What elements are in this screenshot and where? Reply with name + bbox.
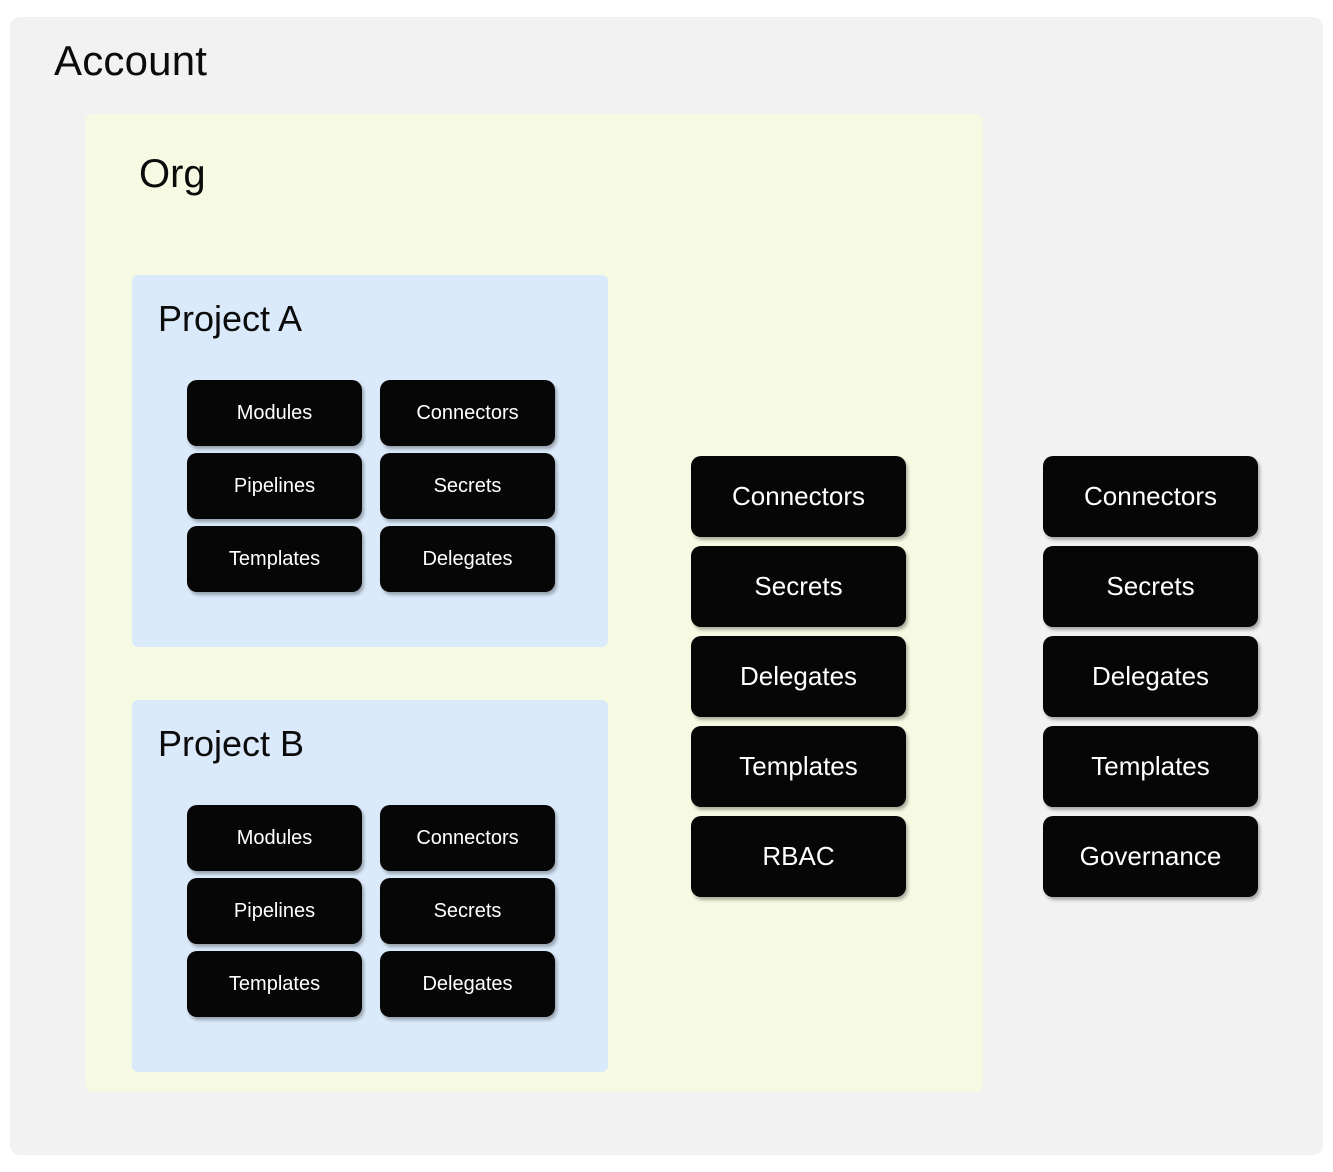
project-a-title: Project A <box>158 298 303 339</box>
org-title: Org <box>139 152 206 196</box>
project-b-resource-pipelines[interactable]: Pipelines <box>187 878 362 944</box>
org-resource-rbac[interactable]: RBAC <box>691 816 906 897</box>
account-resource-connectors[interactable]: Connectors <box>1043 456 1258 537</box>
project-b-resource-templates[interactable]: Templates <box>187 951 362 1017</box>
account-scope-panel: Account Org Project A Modules Connectors… <box>10 17 1323 1155</box>
account-resource-delegates[interactable]: Delegates <box>1043 636 1258 717</box>
account-title: Account <box>54 37 208 84</box>
project-a-resource-connectors[interactable]: Connectors <box>380 380 555 446</box>
project-b-panel: Project B Modules Connectors Pipelines S… <box>132 700 608 1072</box>
project-a-resource-secrets[interactable]: Secrets <box>380 453 555 519</box>
project-a-panel: Project A Modules Connectors Pipelines S… <box>132 275 608 647</box>
org-resource-delegates[interactable]: Delegates <box>691 636 906 717</box>
project-b-resource-grid: Modules Connectors Pipelines Secrets Tem… <box>187 805 555 1017</box>
project-a-resource-grid: Modules Connectors Pipelines Secrets Tem… <box>187 380 555 592</box>
org-resource-templates[interactable]: Templates <box>691 726 906 807</box>
account-level-resource-column: Connectors Secrets Delegates Templates G… <box>1043 456 1258 897</box>
org-level-resource-column: Connectors Secrets Delegates Templates R… <box>691 456 906 897</box>
project-a-resource-delegates[interactable]: Delegates <box>380 526 555 592</box>
project-b-title: Project B <box>158 723 305 764</box>
org-resource-connectors[interactable]: Connectors <box>691 456 906 537</box>
project-b-resource-connectors[interactable]: Connectors <box>380 805 555 871</box>
org-resource-secrets[interactable]: Secrets <box>691 546 906 627</box>
project-b-resource-delegates[interactable]: Delegates <box>380 951 555 1017</box>
project-b-resource-secrets[interactable]: Secrets <box>380 878 555 944</box>
project-a-resource-modules[interactable]: Modules <box>187 380 362 446</box>
account-resource-governance[interactable]: Governance <box>1043 816 1258 897</box>
project-a-resource-pipelines[interactable]: Pipelines <box>187 453 362 519</box>
project-a-resource-templates[interactable]: Templates <box>187 526 362 592</box>
account-resource-templates[interactable]: Templates <box>1043 726 1258 807</box>
account-resource-secrets[interactable]: Secrets <box>1043 546 1258 627</box>
project-b-resource-modules[interactable]: Modules <box>187 805 362 871</box>
